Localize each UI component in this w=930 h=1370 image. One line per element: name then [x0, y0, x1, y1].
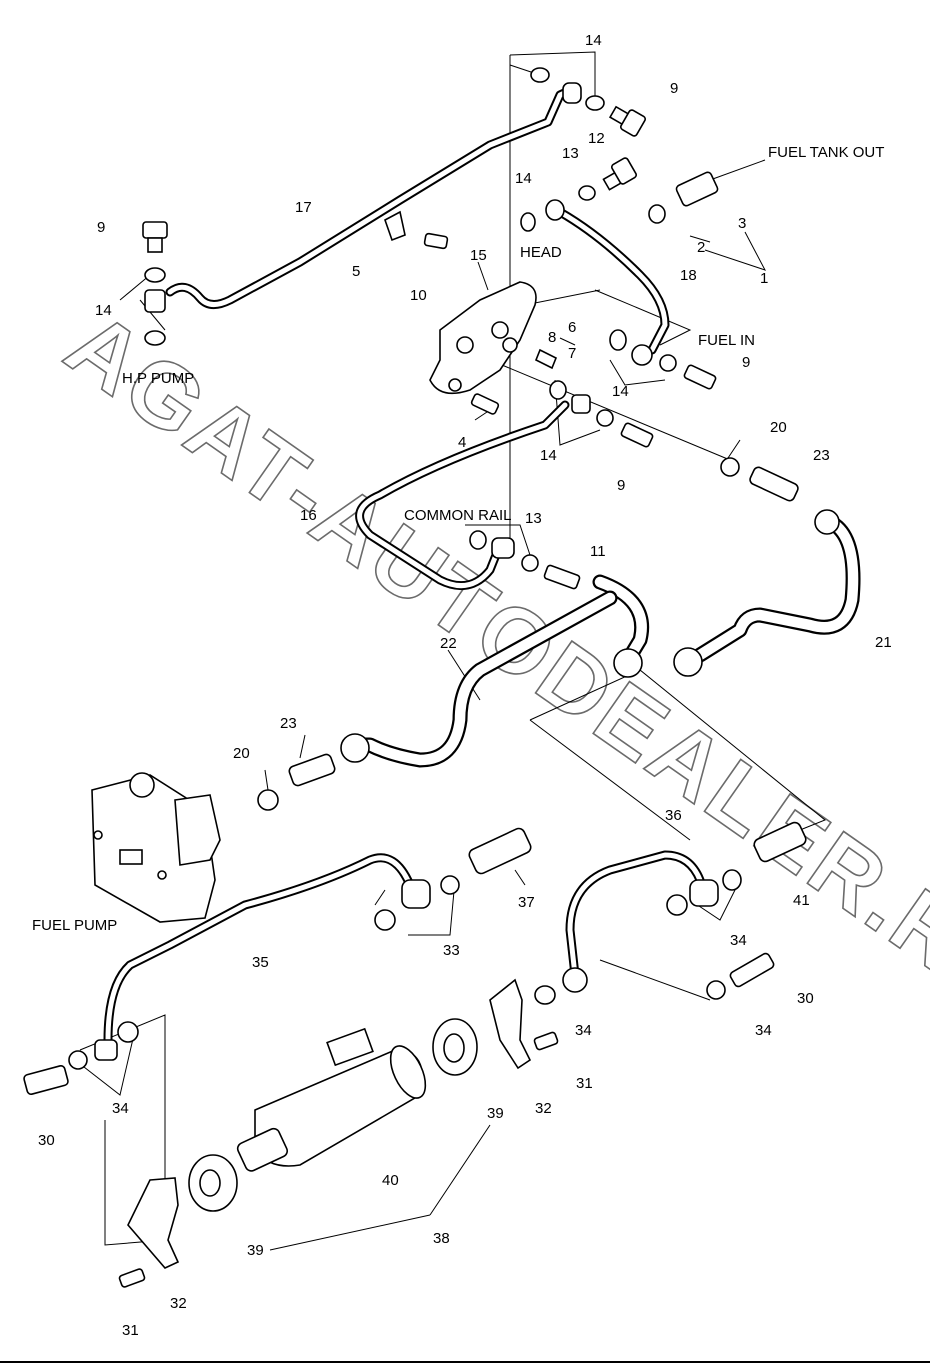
label-34-mid: 34: [575, 1022, 592, 1039]
label-5: 5: [352, 263, 360, 280]
label-7: 7: [568, 345, 576, 362]
label-4: 4: [458, 434, 466, 451]
label-15: 15: [470, 247, 487, 264]
label-34-right: 34: [755, 1022, 772, 1039]
label-30-right: 30: [797, 990, 814, 1007]
note-fuel-tank-out: FUEL TANK OUT: [768, 144, 884, 161]
label-14-left: 14: [95, 302, 112, 319]
label-35: 35: [252, 954, 269, 971]
label-12: 12: [588, 130, 605, 147]
label-16: 16: [300, 507, 317, 524]
note-fuel-in: FUEL IN: [698, 332, 755, 349]
label-39-right: 39: [487, 1105, 504, 1122]
label-20-right: 20: [770, 419, 787, 436]
label-8: 8: [548, 329, 556, 346]
label-17: 17: [295, 199, 312, 216]
note-fuel-pump: FUEL PUMP: [32, 917, 117, 934]
label-39-left: 39: [247, 1242, 264, 1259]
label-6: 6: [568, 319, 576, 336]
label-14-top: 14: [585, 32, 602, 49]
label-21: 21: [875, 634, 892, 651]
note-head: HEAD: [520, 244, 562, 261]
label-10: 10: [410, 287, 427, 304]
label-1: 1: [760, 270, 768, 287]
label-9-top: 9: [670, 80, 678, 97]
label-9-left: 9: [97, 219, 105, 236]
label-40: 40: [382, 1172, 399, 1189]
annotation-labels: FUEL TANK OUT HEAD FUEL IN H.P PUMP COMM…: [32, 144, 884, 934]
label-9-fuelin: 9: [742, 354, 750, 371]
label-13-rail: 13: [525, 510, 542, 527]
label-38: 38: [433, 1230, 450, 1247]
label-14-mid: 14: [540, 447, 557, 464]
note-common-rail: COMMON RAIL: [404, 507, 512, 524]
label-14-head: 14: [515, 170, 532, 187]
label-34-upper: 34: [730, 932, 747, 949]
label-22: 22: [440, 635, 457, 652]
label-2: 2: [697, 239, 705, 256]
label-31-mid: 31: [576, 1075, 593, 1092]
components: [23, 67, 840, 1288]
label-36: 36: [665, 807, 682, 824]
label-11: 11: [590, 543, 606, 560]
label-30-left: 30: [38, 1132, 55, 1149]
part-number-labels: 14 9 12 13 14 3 2 1 17 9 5 10 15 18 14 8…: [38, 32, 892, 1339]
label-18: 18: [680, 267, 697, 284]
label-13-top: 13: [562, 145, 579, 162]
label-9-mid: 9: [617, 477, 625, 494]
label-33: 33: [443, 942, 460, 959]
label-14-fuelin: 14: [612, 383, 629, 400]
label-32-mid: 32: [535, 1100, 552, 1117]
label-32-left: 32: [170, 1295, 187, 1312]
label-23-left: 23: [280, 715, 297, 732]
label-34-left: 34: [112, 1100, 129, 1117]
label-23-right: 23: [813, 447, 830, 464]
fuel-lines: [103, 83, 705, 1045]
label-31-left: 31: [122, 1322, 139, 1339]
label-20-left: 20: [233, 745, 250, 762]
label-37: 37: [518, 894, 535, 911]
hoses: [347, 514, 861, 768]
note-hp-pump: H.P PUMP: [122, 370, 194, 387]
label-3: 3: [738, 215, 746, 232]
label-41: 41: [793, 892, 810, 909]
